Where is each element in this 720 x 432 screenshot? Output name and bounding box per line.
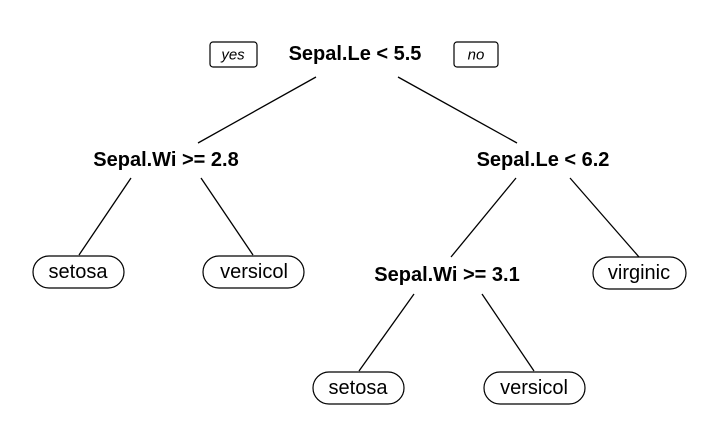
leaf-box [312,371,405,405]
root-split-node: Sepal.Le < 5.5 [289,43,422,65]
leaf-virginic: virginic [592,256,687,290]
edge-innersplit-to-versicol [481,293,535,372]
leaf-label: versicol [500,377,568,399]
leaf-setosa-left: setosa [32,255,125,289]
yes-branch-badge: yes [209,41,258,68]
edge-root-to-left [197,76,317,144]
leaf-label: virginic [608,262,670,284]
root-split-label: Sepal.Le < 5.5 [289,43,422,65]
no-box [453,41,499,68]
leaf-versicol-left: versicol [202,255,305,289]
leaf-box [483,371,586,405]
leaf-versicol-bottom: versicol [483,371,586,405]
leaf-label: setosa [329,377,389,399]
left-split-node: Sepal.Wi >= 2.8 [93,149,238,171]
no-label: no [468,47,485,64]
edge-leftsplit-to-setosa [78,177,132,256]
edge-root-to-right [397,76,518,144]
yes-label: yes [220,47,245,64]
edge-innersplit-to-setosa [358,293,415,372]
edge-rightsplit-to-innersplit [450,177,517,258]
leaf-box [32,255,125,289]
leaf-box [202,255,305,289]
edge-leftsplit-to-versicol [200,177,254,256]
right-split-label: Sepal.Le < 6.2 [477,149,610,171]
leaf-setosa-bottom: setosa [312,371,405,405]
leaf-box [592,256,687,290]
tree-edges [78,76,640,372]
inner-split-label: Sepal.Wi >= 3.1 [374,264,519,286]
leaf-label: setosa [49,261,109,283]
leaf-label: versicol [220,261,288,283]
edge-rightsplit-to-virginic [569,177,640,258]
inner-split-node: Sepal.Wi >= 3.1 [374,264,519,286]
yes-box [209,41,258,68]
right-split-node: Sepal.Le < 6.2 [477,149,610,171]
no-branch-badge: no [453,41,499,68]
left-split-label: Sepal.Wi >= 2.8 [93,149,238,171]
